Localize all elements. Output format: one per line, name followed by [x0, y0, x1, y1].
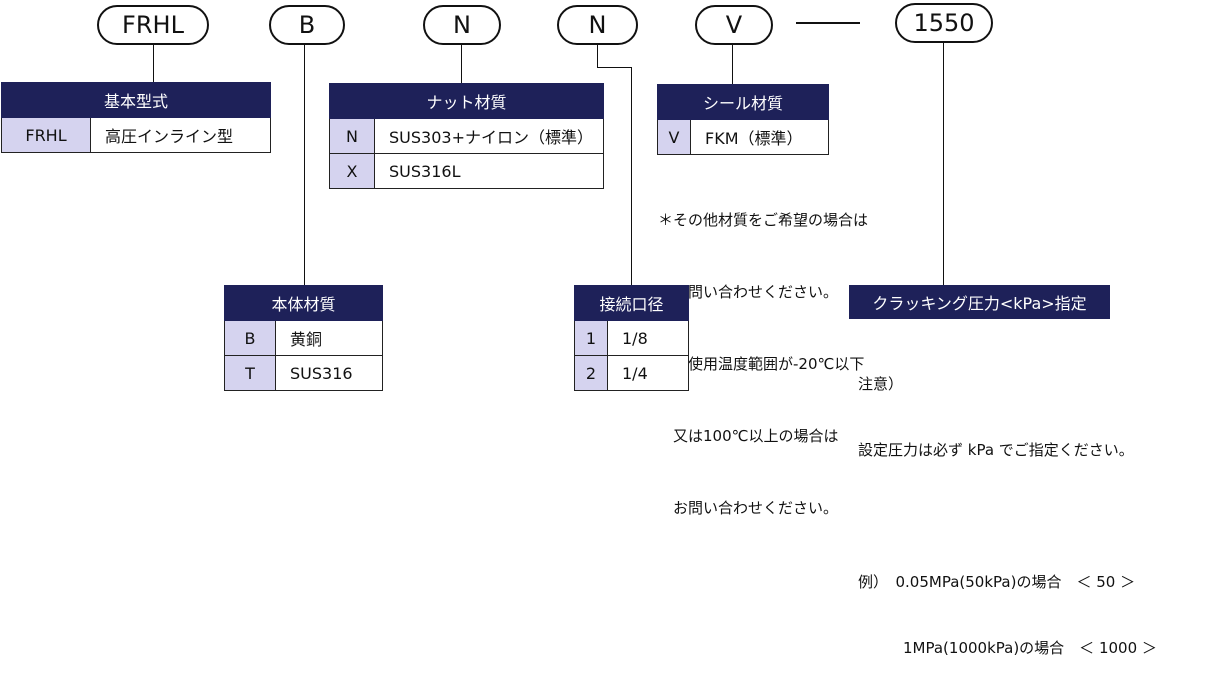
- table-header: ナット材質: [329, 83, 604, 119]
- option-value: SUS303+ナイロン（標準）: [374, 118, 604, 154]
- table-row: T SUS316: [224, 355, 383, 391]
- connector-type: [153, 45, 154, 82]
- connector-body-material: [304, 45, 305, 285]
- table-seal-material: シール材質 V FKM（標準）: [657, 84, 829, 155]
- option-code: 1: [574, 320, 608, 356]
- note-line: ＊その他材質をご希望の場合は: [658, 211, 869, 229]
- option-code: 2: [574, 355, 608, 391]
- note-line: [858, 505, 1157, 527]
- option-value: SUS316: [275, 355, 383, 391]
- note-line: 又は100℃以上の場合は: [658, 427, 839, 445]
- option-value: 1/4: [607, 355, 689, 391]
- table-row: X SUS316L: [329, 153, 604, 189]
- option-code: T: [224, 355, 276, 391]
- note-line: 例） 0.05MPa(50kPa)の場合 ＜ 50 ＞: [858, 573, 1136, 591]
- connector-port-size-b: [597, 67, 631, 68]
- table-row: N SUS303+ナイロン（標準）: [329, 118, 604, 154]
- code-pill-body-material: B: [269, 5, 345, 45]
- table-port-size: 接続口径 1 1/8 2 1/4: [574, 285, 689, 391]
- table-basic-type: 基本型式 FRHL 高圧インライン型: [1, 82, 271, 153]
- option-code: V: [657, 119, 691, 155]
- table-row: FRHL 高圧インライン型: [1, 117, 271, 153]
- code-pill-port-size: N: [557, 5, 638, 45]
- note-line: 1MPa(1000kPa)の場合 ＜ 1000 ＞: [858, 639, 1157, 657]
- option-value: FKM（標準）: [690, 119, 829, 155]
- code-pill-seal-material: V: [695, 5, 773, 45]
- note-line: お問い合わせください。: [658, 499, 839, 517]
- table-header: 本体材質: [224, 285, 383, 321]
- table-body-material: 本体材質 B 黄銅 T SUS316: [224, 285, 383, 391]
- code-pill-nut-material: N: [423, 5, 501, 45]
- table-row: 1 1/8: [574, 320, 689, 356]
- table-row: B 黄銅: [224, 320, 383, 356]
- connector-port-size-a: [597, 45, 598, 67]
- connector-cracking-pressure: [943, 43, 944, 285]
- table-header: 接続口径: [574, 285, 689, 321]
- note-line: ＊ご使用温度範囲が-20℃以下: [658, 355, 865, 373]
- table-header: 基本型式: [1, 82, 271, 118]
- code-pill-cracking-pressure: 1550: [895, 3, 993, 43]
- option-code: X: [329, 153, 375, 189]
- option-value: 1/8: [607, 320, 689, 356]
- option-value: 高圧インライン型: [90, 117, 271, 153]
- table-row: 2 1/4: [574, 355, 689, 391]
- option-code: B: [224, 320, 276, 356]
- code-separator-dash: [796, 22, 860, 24]
- table-header: シール材質: [657, 84, 829, 120]
- option-code: FRHL: [1, 117, 91, 153]
- table-nut-material: ナット材質 N SUS303+ナイロン（標準） X SUS316L: [329, 83, 604, 189]
- option-code: N: [329, 118, 375, 154]
- connector-nut-material: [461, 45, 462, 83]
- option-value: SUS316L: [374, 153, 604, 189]
- cracking-pressure-header: クラッキング圧力<kPa>指定: [849, 285, 1110, 319]
- option-value: 黄銅: [275, 320, 383, 356]
- seal-material-notes: ＊その他材質をご希望の場合は お問い合わせください。 ＊ご使用温度範囲が-20℃…: [658, 160, 868, 544]
- connector-seal-material: [732, 45, 733, 84]
- connector-port-size-c: [631, 67, 632, 285]
- note-line: 注意）: [858, 375, 904, 393]
- cracking-pressure-notes: 注意） 設定圧力は必ず kPa でご指定ください。 例） 0.05MPa(50k…: [858, 329, 1157, 681]
- code-pill-type: FRHL: [97, 5, 209, 45]
- note-line: 設定圧力は必ず kPa でご指定ください。: [858, 441, 1134, 459]
- note-line: お問い合わせください。: [658, 283, 839, 301]
- table-row: V FKM（標準）: [657, 119, 829, 155]
